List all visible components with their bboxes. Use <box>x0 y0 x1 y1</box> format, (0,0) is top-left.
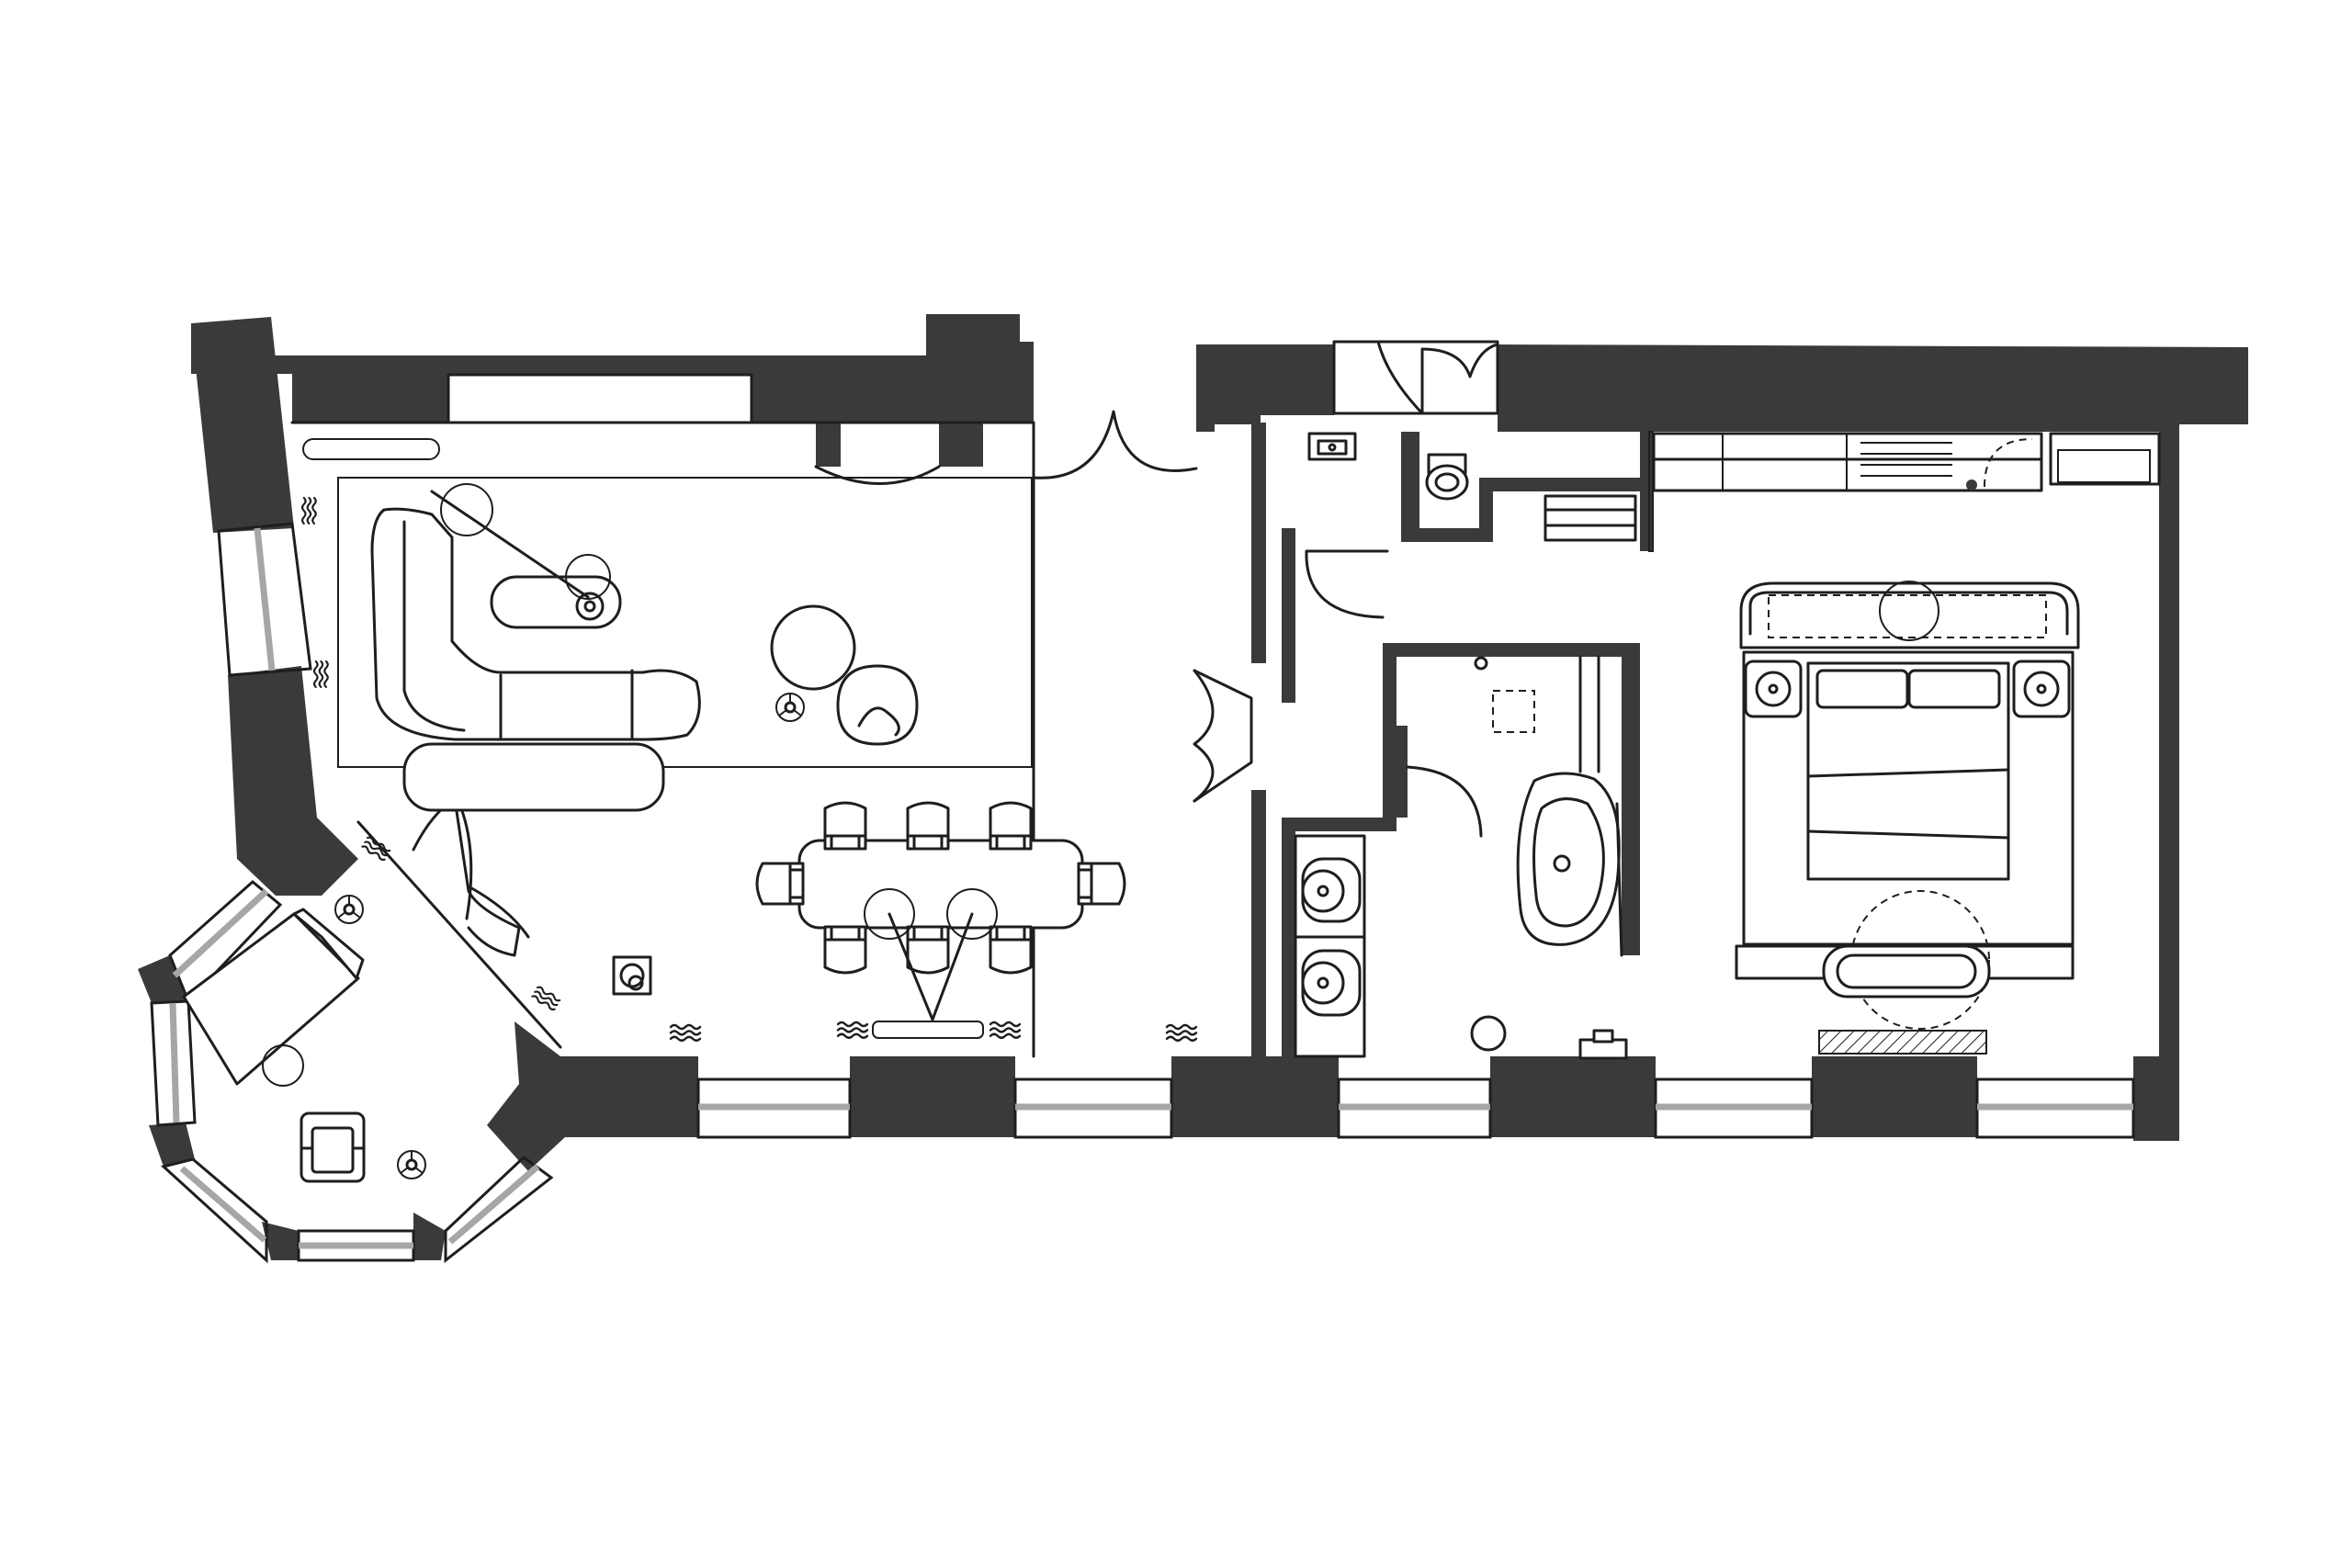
doors <box>356 340 1499 1049</box>
coffee-table <box>770 604 856 691</box>
shower <box>1474 655 1600 773</box>
armchair-round <box>836 664 919 746</box>
sink-icon <box>1307 432 1357 461</box>
wall-utility <box>1479 478 1654 542</box>
bedroom <box>1470 432 2161 1060</box>
window-bay-s <box>297 1229 415 1262</box>
window-north-1 <box>447 373 753 424</box>
pendant-light <box>864 888 915 940</box>
side-stool <box>1470 1015 1507 1052</box>
door-balcony-arc <box>814 465 941 485</box>
daybed <box>182 912 360 1086</box>
pillow <box>1907 669 2001 709</box>
wardrobe-shelf <box>1846 434 1952 491</box>
door-north-double <box>1332 340 1499 415</box>
wall-east-end <box>2133 1056 2179 1141</box>
bedside-rug <box>1818 1030 1987 1055</box>
ceiling-lamp-icon <box>396 1149 427 1180</box>
ottoman <box>402 742 665 812</box>
shelf-north <box>302 438 440 460</box>
floor-lamp-shade <box>440 483 493 536</box>
wall-south-pier-1 <box>487 1021 698 1171</box>
dining-chair-west <box>755 862 805 906</box>
window-bay-n <box>168 880 283 1004</box>
sectional-sofa <box>370 507 701 741</box>
radiator-icon <box>312 660 329 689</box>
radiator-icon <box>669 1023 702 1043</box>
windows <box>150 373 2135 1264</box>
dining-chairs-bottom <box>823 925 1033 975</box>
bathtub-icon <box>1516 772 1623 957</box>
window-bay-sw <box>160 1157 268 1264</box>
dining-area <box>612 801 1198 1043</box>
bay-corner-s1 <box>262 1222 299 1260</box>
living-room <box>300 438 1033 812</box>
nightstand-right <box>2012 660 2071 718</box>
bed-headboard <box>1739 581 2080 649</box>
dining-chairs-top <box>823 801 1033 851</box>
floor-lamp-base <box>565 554 611 600</box>
dining-table <box>797 839 1084 930</box>
window-south-row <box>696 1077 2135 1139</box>
lounge-chair <box>300 1111 366 1183</box>
ceiling-lamp-icon <box>334 894 365 925</box>
wall-partition-lower <box>1251 790 1266 1058</box>
wall-south-pier-4 <box>1490 1056 1656 1137</box>
bay-corner-s2 <box>413 1213 446 1260</box>
wall-north-bedroom-east <box>1498 344 2248 432</box>
door-bay-swing <box>459 807 530 939</box>
door-bathroom <box>1406 765 1483 838</box>
wall-hall-stub <box>1282 528 1295 703</box>
pendant-light <box>946 888 998 940</box>
wall-east <box>2159 424 2179 1141</box>
toilet-icon <box>1425 453 1469 501</box>
door-entry <box>1032 410 1198 479</box>
radiator-icon <box>300 496 317 525</box>
window-bay-w <box>150 999 197 1127</box>
wall-bath-right <box>1622 643 1640 955</box>
wall-south-pier-5 <box>1812 1056 1977 1137</box>
pillow <box>1815 669 1909 709</box>
radiator-icon <box>1165 1023 1198 1043</box>
door-hall-east <box>1193 669 1215 803</box>
sideboard <box>872 1021 984 1039</box>
speaker-icon <box>612 955 652 996</box>
wall-south-pier-3 <box>1171 1056 1339 1137</box>
wall-utility-right <box>1640 432 1653 551</box>
door-toilet <box>1305 549 1389 619</box>
wall-south-pier-2 <box>850 1056 1015 1137</box>
wall-west-lower <box>228 666 358 896</box>
wall-toilet-room <box>1401 432 1479 542</box>
washing-machine-icon <box>1544 494 1637 542</box>
living-rug <box>337 477 1033 768</box>
window-west <box>217 522 312 677</box>
ceiling-lamp-icon <box>775 692 806 723</box>
window-bay-se <box>444 1156 554 1264</box>
bay-corner-sw <box>149 1122 195 1167</box>
wall-bath-door-stub <box>1396 726 1408 818</box>
wall-north-bedroom <box>1196 344 1334 432</box>
bay-corner-nw <box>138 955 188 1003</box>
door-bay <box>412 797 521 957</box>
double-vanity <box>1294 834 1366 1058</box>
nightstand-left <box>1744 660 1803 718</box>
wall-west-upper <box>191 317 294 533</box>
wall-partition-upper <box>1251 423 1266 663</box>
walls <box>138 314 2248 1260</box>
bay-room <box>182 835 562 1183</box>
wall-bath-jog <box>1282 818 1396 1056</box>
bathrooms <box>1294 431 1654 1058</box>
dining-chair-east <box>1077 862 1126 906</box>
